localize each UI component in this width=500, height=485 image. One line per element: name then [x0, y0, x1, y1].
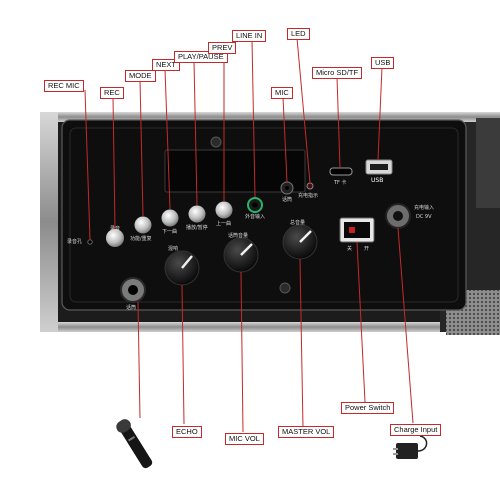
label-rec: REC — [100, 87, 124, 99]
screw-bottom — [279, 282, 291, 294]
master-vol-knob — [282, 224, 318, 260]
label-led: LED — [287, 28, 310, 40]
led-display-window — [164, 149, 306, 193]
panel-text-prev: 上一曲 — [216, 221, 232, 227]
label-charge-input: Charge Input — [390, 424, 442, 436]
panel-text-mic: 话筒 — [282, 197, 293, 203]
panel-text-line-in: 外音输入 — [245, 214, 266, 220]
panel-text-tf: TF 卡 — [334, 180, 347, 186]
panel-text-rec-mic: 录音孔 — [67, 239, 83, 245]
wireless-microphone — [116, 419, 153, 469]
panel-text-switch-off: 关 — [347, 246, 353, 252]
leader-lines — [84, 37, 414, 433]
label-rec-mic: REC MIC — [44, 80, 84, 92]
panel-text-dc-cn: 充电输入 — [414, 205, 435, 211]
screw-top — [210, 136, 222, 148]
panel-text-play: 播放/暂停 — [186, 225, 208, 231]
micro-sd-slot — [329, 167, 353, 176]
panel-text-led: 充电指示 — [298, 193, 319, 199]
panel-text-next: 下一曲 — [162, 229, 178, 235]
panel-text-dc: DC 9V — [416, 214, 432, 220]
label-prev: PREV — [208, 42, 237, 54]
led-indicator — [306, 182, 314, 190]
label-mode: MODE — [125, 70, 156, 82]
label-micro-sd: Micro SD/TF — [312, 67, 363, 79]
echo-knob — [164, 250, 200, 286]
label-usb: USB — [371, 57, 395, 69]
label-next: NEXT — [152, 59, 181, 71]
label-master-vol: MASTER VOL — [278, 426, 335, 438]
mic-vol-knob — [223, 237, 259, 273]
label-mic: MIC — [271, 87, 293, 99]
panel-text-mode: 功能/重复 — [130, 236, 152, 242]
charger-adapter — [393, 435, 428, 459]
panel-text-rec: 录音 — [110, 226, 121, 232]
label-power-switch: Power Switch — [341, 402, 395, 414]
label-play-pause: PLAY/PAUSE — [174, 51, 228, 63]
panel-text-master-vol: 总音量 — [290, 220, 306, 226]
panel-text-usb: USB — [371, 177, 384, 184]
rec-mic-hole — [87, 239, 93, 245]
button-play-pause — [188, 205, 206, 223]
button-prev — [215, 201, 233, 219]
panel-text-mic-jack: 话筒 — [126, 305, 137, 311]
label-mic-vol: MIC VOL — [225, 433, 264, 445]
button-next — [161, 209, 179, 227]
label-echo: ECHO — [172, 426, 202, 438]
button-mode — [134, 216, 152, 234]
panel-text-switch-on: 开 — [364, 246, 370, 252]
label-line-in: LINE IN — [232, 30, 267, 42]
button-rec — [106, 229, 124, 247]
panel-text-mic-vol: 话筒音量 — [228, 233, 249, 239]
control-panel — [61, 119, 467, 311]
panel-text-echo: 混响 — [168, 246, 179, 252]
